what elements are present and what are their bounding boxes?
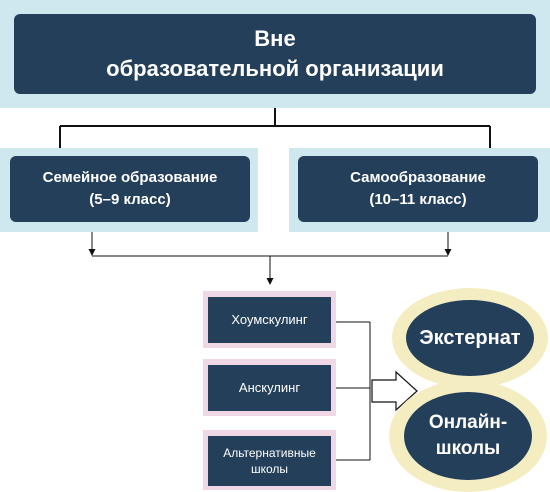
self-education-box: Самообразование (10–11 класс)	[298, 156, 538, 222]
form-label-alternative-line2: школы	[250, 462, 289, 476]
forms-bracket	[333, 321, 371, 461]
online-schools-circle: Онлайн- школы	[404, 392, 532, 480]
family-box-line1: Семейное образование	[42, 169, 218, 187]
form-label-homeschooling: Хоумскулинг	[231, 312, 308, 328]
online-line1: Онлайн-	[428, 412, 508, 434]
top-box-line2: образовательной организации	[106, 56, 444, 81]
form-box-homeschooling: Хоумскулинг	[208, 297, 331, 343]
form-box-unschooling: Анскулинг	[208, 365, 331, 411]
top-box: Вне образовательной организации	[14, 14, 536, 94]
form-label-alternative-line1: Альтернативные	[223, 445, 316, 460]
family-education-box: Семейное образование (5–9 класс)	[10, 156, 250, 222]
online-line2: школы	[435, 438, 501, 459]
merge-connector	[88, 224, 452, 285]
self-box-line1: Самообразование	[350, 169, 486, 187]
form-label-unschooling: Анскулинг	[238, 380, 301, 396]
family-box-line2: (5–9 класс)	[89, 191, 171, 208]
self-box-line2: (10–11 класс)	[369, 191, 467, 208]
externat-label: Экстернат	[419, 326, 521, 349]
top-box-line1: Вне	[254, 26, 296, 52]
form-box-alternative-schools: Альтернативные школы	[208, 436, 331, 486]
externat-circle: Экстернат	[406, 300, 534, 376]
